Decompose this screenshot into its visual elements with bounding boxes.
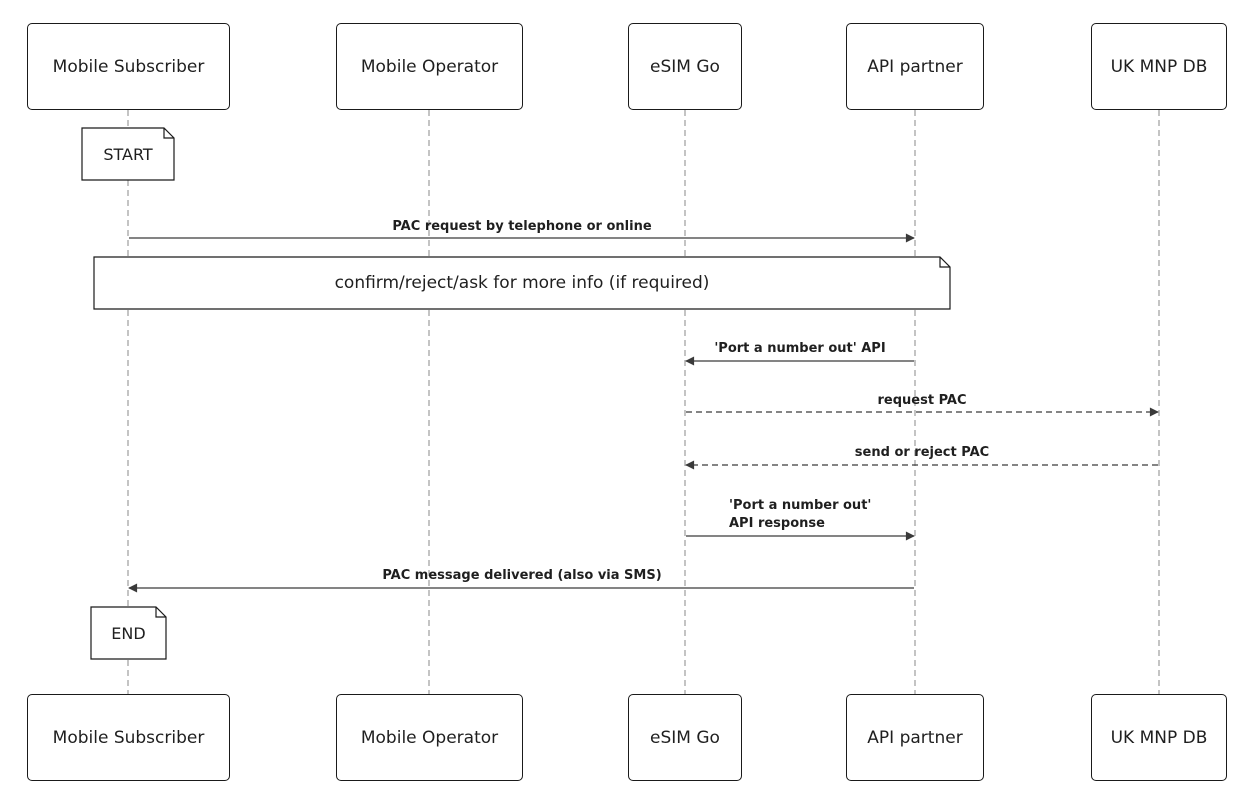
message-label-pac-request: PAC request by telephone or online <box>392 219 652 234</box>
participant-subscriber-bottom: Mobile Subscriber <box>27 694 230 781</box>
participant-label: Mobile Operator <box>360 727 499 748</box>
participant-label: Mobile Subscriber <box>52 56 205 77</box>
note-end: END <box>91 607 166 659</box>
participant-ukmnp-top: UK MNP DB <box>1091 23 1227 110</box>
participant-label: eSIM Go <box>650 727 720 748</box>
participant-esimgo-top: eSIM Go <box>628 23 742 110</box>
message-label-api-response: 'Port a number out' API response <box>729 497 871 533</box>
participant-esimgo-bottom: eSIM Go <box>628 694 742 781</box>
note-start: START <box>82 128 174 180</box>
message-label-port-out-api: 'Port a number out' API <box>714 341 886 356</box>
participant-label: API partner <box>867 727 963 748</box>
participant-operator-bottom: Mobile Operator <box>336 694 523 781</box>
message-label-send-reject-pac: send or reject PAC <box>854 445 990 460</box>
note-end-text: END <box>111 623 146 643</box>
note-start-text: START <box>103 144 153 164</box>
participant-label: eSIM Go <box>650 56 720 77</box>
message-label-api-response-line1: 'Port a number out' <box>729 498 872 513</box>
note-confirm-text: confirm/reject/ask for more info (if req… <box>334 273 710 293</box>
participant-label: Mobile Subscriber <box>52 727 205 748</box>
message-label-api-response-line2: API response <box>729 516 825 531</box>
participant-operator-top: Mobile Operator <box>336 23 523 110</box>
participant-apipartner-bottom: API partner <box>846 694 984 781</box>
message-label-pac-delivered: PAC message delivered (also via SMS) <box>382 568 662 583</box>
participant-label: API partner <box>867 56 963 77</box>
note-confirm-shape <box>93 256 951 310</box>
note-confirm: confirm/reject/ask for more info (if req… <box>94 257 950 309</box>
participant-label: Mobile Operator <box>360 56 499 77</box>
participant-apipartner-top: API partner <box>846 23 984 110</box>
note-end-shape <box>90 606 167 660</box>
participant-subscriber-top: Mobile Subscriber <box>27 23 230 110</box>
message-label-request-pac: request PAC <box>877 393 967 408</box>
participant-label: UK MNP DB <box>1110 727 1208 748</box>
participant-ukmnp-bottom: UK MNP DB <box>1091 694 1227 781</box>
participant-label: UK MNP DB <box>1110 56 1208 77</box>
note-start-shape <box>81 127 175 181</box>
